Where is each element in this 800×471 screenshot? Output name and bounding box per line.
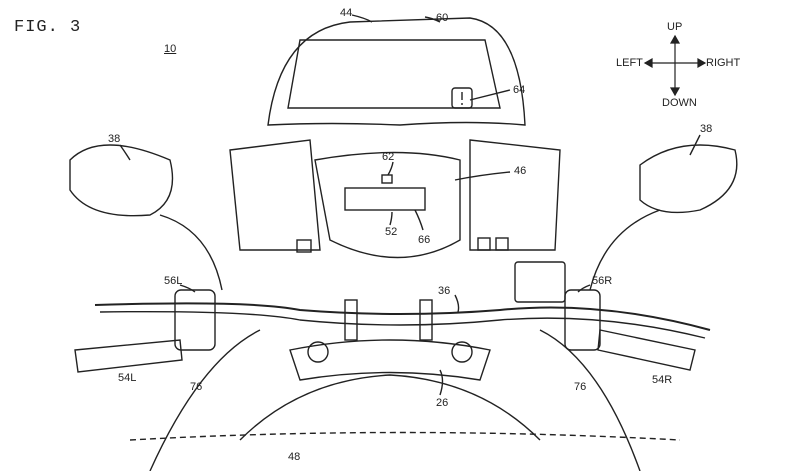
ref-76-left: 76 [190,381,203,393]
display-screen [287,39,501,109]
compass-up: UP [667,21,683,33]
handlebar-lower [99,310,706,339]
handlebar [94,302,711,331]
windscreen [267,17,526,126]
ref-56L: 56L [164,275,183,287]
ref-54L: 54L [118,372,137,384]
direction-compass [643,34,707,97]
front-cowl [314,151,461,259]
assembly-ref: 10 [164,43,177,55]
mirror-left [69,144,174,217]
ref-38-right: 38 [700,123,713,135]
ref-36: 36 [438,285,451,297]
ref-46: 46 [514,165,527,177]
ref-64: 64 [513,84,526,96]
ref-52: 52 [385,226,398,238]
ref-54R: 54R [652,374,673,386]
ref-48: 48 [288,451,301,463]
ref-38-left: 38 [108,133,121,145]
fuel-tank [239,374,541,441]
compass-right: RIGHT [706,57,741,69]
ref-66: 66 [418,234,431,246]
ref-44: 44 [340,7,353,19]
switch-left [174,289,216,351]
display-icon [451,87,473,109]
meter [344,187,426,211]
compass-left: LEFT [616,57,643,69]
ref-62: 62 [382,151,395,163]
mirror-right [639,144,738,214]
compass-down: DOWN [662,97,697,109]
ref-76-right: 76 [574,381,587,393]
steering-stem [289,339,491,381]
switch-right [564,289,601,351]
figure-label: FIG. 3 [14,18,82,37]
ref-56R: 56R [592,275,613,287]
indicator [381,174,393,184]
grip-right [597,329,696,371]
ref-26: 26 [436,397,449,409]
ref-60: 60 [436,12,449,24]
grip-left [74,339,183,373]
